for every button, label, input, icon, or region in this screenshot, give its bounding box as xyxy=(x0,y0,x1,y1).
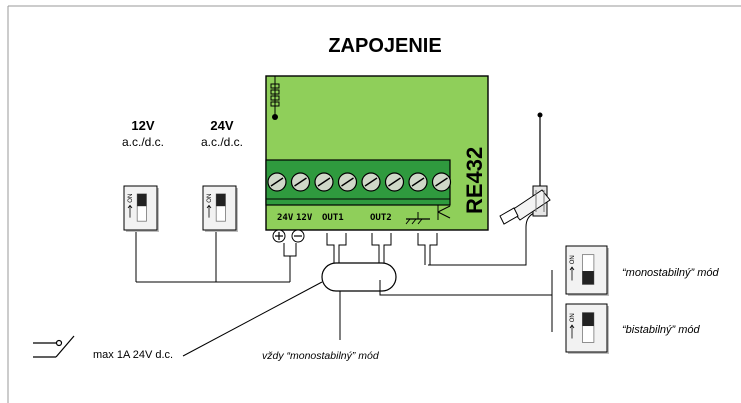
dip-on-label: ON xyxy=(570,313,576,322)
terminal-screws xyxy=(267,172,452,192)
antenna-input-icon xyxy=(437,205,451,220)
board-body xyxy=(265,75,489,231)
supply-wiring xyxy=(135,231,297,283)
relay-contact-icon xyxy=(33,335,75,358)
supply-12v-type: a.c./d.c. xyxy=(122,135,164,149)
supply-24v-type: a.c./d.c. xyxy=(201,135,243,149)
coil-component xyxy=(270,76,280,120)
diagram-title: ZAPOJENIE xyxy=(328,35,441,57)
terminal-screw xyxy=(314,172,334,192)
terminal-label-12v: 12V xyxy=(296,213,313,223)
supply-12v-voltage: 12V xyxy=(131,118,154,133)
antenna-icon xyxy=(499,112,551,225)
dip-switch-icon: ON xyxy=(123,185,159,232)
terminal-label-24v: 24V xyxy=(277,213,294,223)
terminal-screw xyxy=(290,172,311,192)
terminal-screw xyxy=(384,172,405,192)
terminal-label-out1: OUT1 xyxy=(322,213,344,223)
dip-switch-icon: ON xyxy=(202,185,238,232)
board-name: RE432 xyxy=(462,147,487,214)
cable-bundle xyxy=(321,262,397,292)
leader-lines xyxy=(182,270,553,357)
terminal-label-out2: OUT2 xyxy=(370,213,392,223)
dip-switch-icon: ON xyxy=(565,245,609,296)
terminal-screw xyxy=(431,172,452,192)
supply-24v-voltage: 24V xyxy=(210,118,233,133)
mode-monostable-label: “monostabilný” mód xyxy=(622,267,719,279)
terminal-screw xyxy=(408,172,428,192)
mode-bistable-label: “bistabilný” mód xyxy=(622,324,701,336)
dip-on-label: ON xyxy=(570,255,576,264)
ground-icon xyxy=(405,212,430,225)
terminal-screw xyxy=(361,172,381,192)
output-brackets xyxy=(326,233,438,265)
contact-rating-note: max 1A 24V d.c. xyxy=(93,349,173,361)
terminal-screw xyxy=(337,172,358,192)
terminal-screw xyxy=(267,172,287,192)
always-monostable-note: vždy “monostabilný” mód xyxy=(262,350,380,362)
polarity-symbols xyxy=(272,229,305,243)
dip-switch-icon: ON xyxy=(565,303,609,354)
dip-on-label: ON xyxy=(128,194,134,203)
control-board: 24V 12V OUT1 OUT2 RE432 xyxy=(265,75,489,231)
dip-on-label: ON xyxy=(207,194,213,203)
